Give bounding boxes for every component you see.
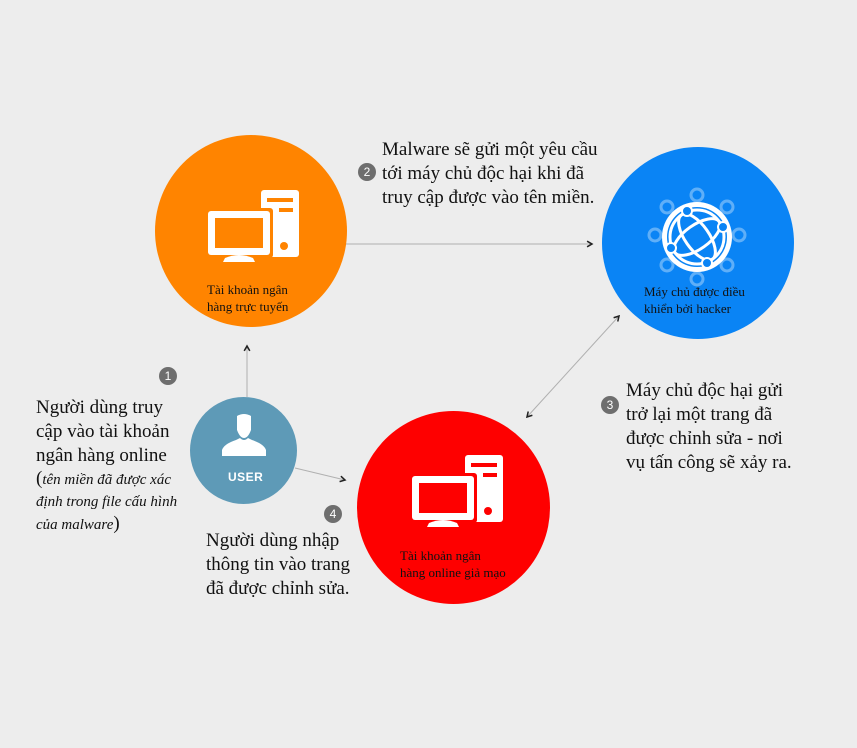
arrow-user-to-fake-bank <box>294 467 345 480</box>
caption-line: vụ tấn công sẽ xảy ra. <box>626 452 792 473</box>
step-2-caption: Malware sẽ gửi một yêu cầu tới máy chủ đ… <box>382 138 598 210</box>
caption-note: định trong file cấu hình <box>36 494 178 510</box>
node-label: Tài khoản ngân <box>207 282 288 297</box>
desktop-computer-icon <box>205 190 299 262</box>
network-globe-icon <box>647 187 747 287</box>
caption-line: ngân hàng online <box>36 445 167 466</box>
step-badge-3: 3 <box>601 396 619 414</box>
node-label: hàng trực tuyến <box>207 299 289 314</box>
step-4-caption: Người dùng nhập thông tin vào trang đã đ… <box>206 529 350 601</box>
node-label: hàng online giả mạo <box>400 565 506 580</box>
desktop-computer-icon <box>409 455 503 527</box>
step-badge-2: 2 <box>358 163 376 181</box>
user-silhouette-icon <box>222 414 266 456</box>
node-label: khiển bởi hacker <box>644 301 732 316</box>
caption-note: của malware <box>36 517 114 533</box>
caption-line: đã được chỉnh sửa. <box>206 578 350 599</box>
step-badge-4: 4 <box>324 505 342 523</box>
user-label: USER <box>228 470 264 484</box>
caption-line: Người dùng truy <box>36 397 163 418</box>
caption-line: tới máy chủ độc hại khi đã <box>382 163 585 184</box>
caption-line: truy cập được vào tên miền. <box>382 187 595 208</box>
caption-line: cập vào tài khoản <box>36 421 170 442</box>
arrow-server-fake-bank <box>527 316 619 417</box>
caption-line: thông tin vào trang <box>206 554 351 575</box>
caption-line: Máy chủ độc hại gửi <box>626 380 783 401</box>
node-label: Máy chủ được điều <box>644 284 745 299</box>
caption-line: Người dùng nhập <box>206 530 340 551</box>
step-3-caption: Máy chủ độc hại gửi trở lại một trang đã… <box>626 379 792 475</box>
caption-note: tên miền đã được xác <box>42 472 171 488</box>
node-online-bank: Tài khoản ngân hàng trực tuyến <box>155 135 347 327</box>
node-fake-bank: Tài khoản ngân hàng online giả mạo <box>357 411 550 604</box>
caption-line: Malware sẽ gửi một yêu cầu <box>382 139 598 160</box>
node-hacker-server: Máy chủ được điều khiển bởi hacker <box>602 147 794 339</box>
node-user: USER <box>190 397 297 504</box>
step-badge-1: 1 <box>159 367 177 385</box>
step-1-caption: Người dùng truy cập vào tài khoản ngân h… <box>36 397 178 534</box>
caption-line: được chỉnh sửa - nơi <box>626 428 783 449</box>
caption-line: trở lại một trang đã <box>626 404 773 425</box>
node-label: Tài khoản ngân <box>400 548 481 563</box>
